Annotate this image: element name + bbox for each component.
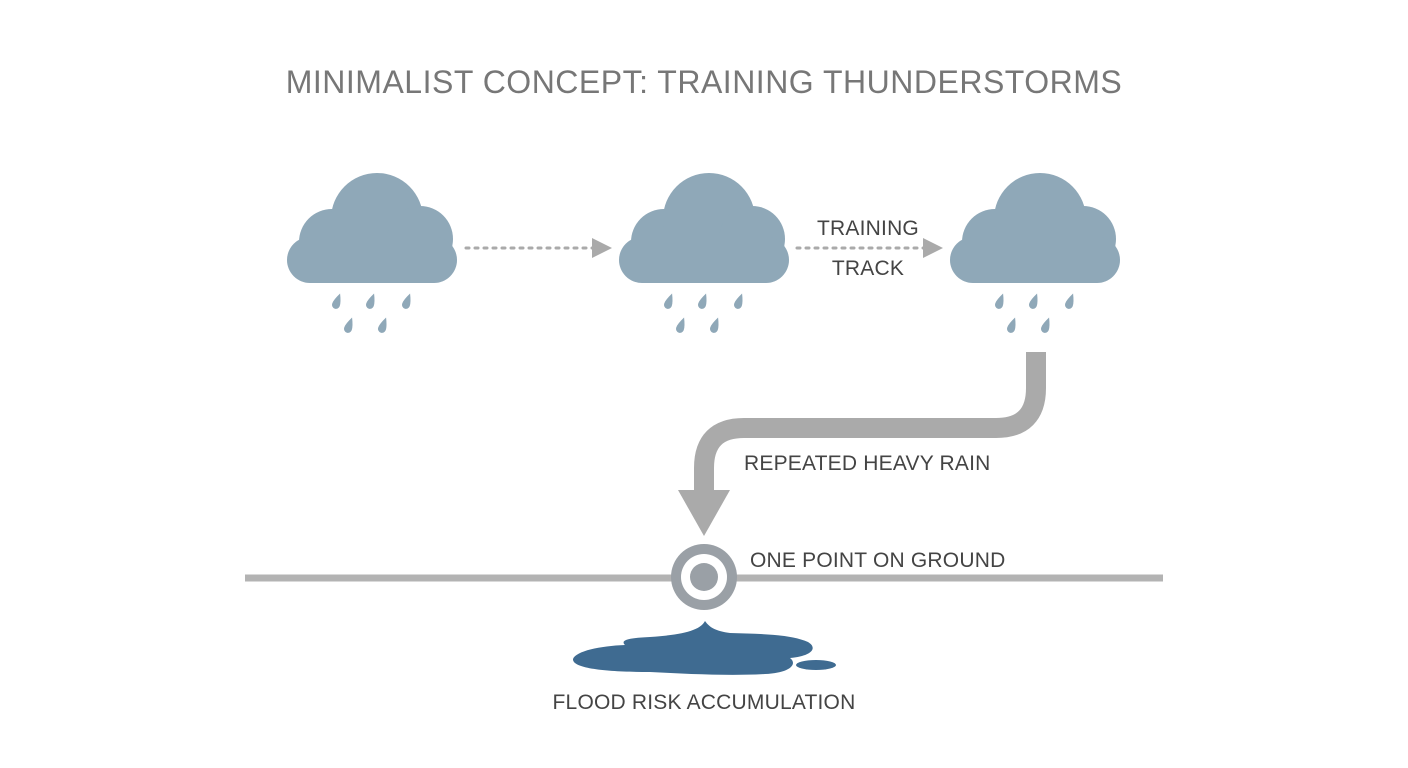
repeated-heavy-rain-label: REPEATED HEAVY RAIN (744, 452, 991, 475)
raindrop-icon (663, 292, 746, 334)
raindrop-icon (994, 292, 1077, 334)
training-track-label-line2: TRACK (831, 257, 905, 280)
cloud-icon (287, 173, 457, 283)
diagram-title: MINIMALIST CONCEPT: TRAINING THUNDERSTOR… (285, 64, 1123, 100)
raindrop-icon (331, 292, 414, 334)
flood-risk-label: FLOOD RISK ACCUMULATION (552, 691, 856, 714)
training-track-label-line1: TRAINING (817, 217, 919, 240)
dotted-arrow-icon (464, 238, 612, 258)
one-point-on-ground-label: ONE POINT ON GROUND (750, 549, 1006, 572)
curved-arrow-icon (678, 352, 1046, 536)
target-icon (671, 544, 737, 610)
dotted-arrow-icon (795, 238, 943, 258)
cloud-icon (950, 173, 1120, 283)
cloud-icon (619, 173, 789, 283)
puddle-icon (572, 621, 836, 675)
